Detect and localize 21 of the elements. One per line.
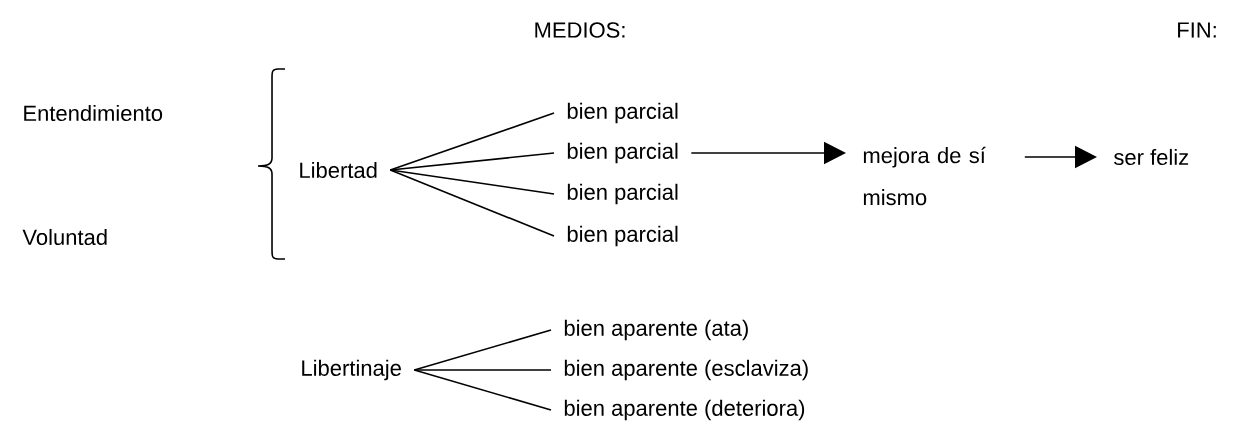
node-text: bien parcial [567,183,678,205]
node-text: mejora de sí mismo [863,146,986,206]
node-text: Libertinaje [302,359,401,381]
node-text: bien parcial [567,142,678,164]
connector-line [389,169,555,237]
connector-line [413,369,552,411]
node-text: bien aparente (deteriora) [564,399,805,421]
connector-line [389,152,555,171]
column-heading: MEDIOS: [535,22,625,38]
connector-line [389,112,555,171]
node-text: bien parcial [567,102,678,124]
node-text: bien parcial [567,225,678,247]
node-text: bien aparente (ata) [564,319,748,341]
node-text: Libertad [300,161,377,179]
node-text: Entendimiento [24,104,163,122]
node-text: bien aparente (esclaviza) [564,359,808,381]
node-text: Voluntad [22,228,107,246]
node-text: ser feliz [1114,148,1189,166]
connector-line [389,169,555,195]
connector-line [413,369,552,371]
column-heading: FIN: [1178,22,1216,38]
